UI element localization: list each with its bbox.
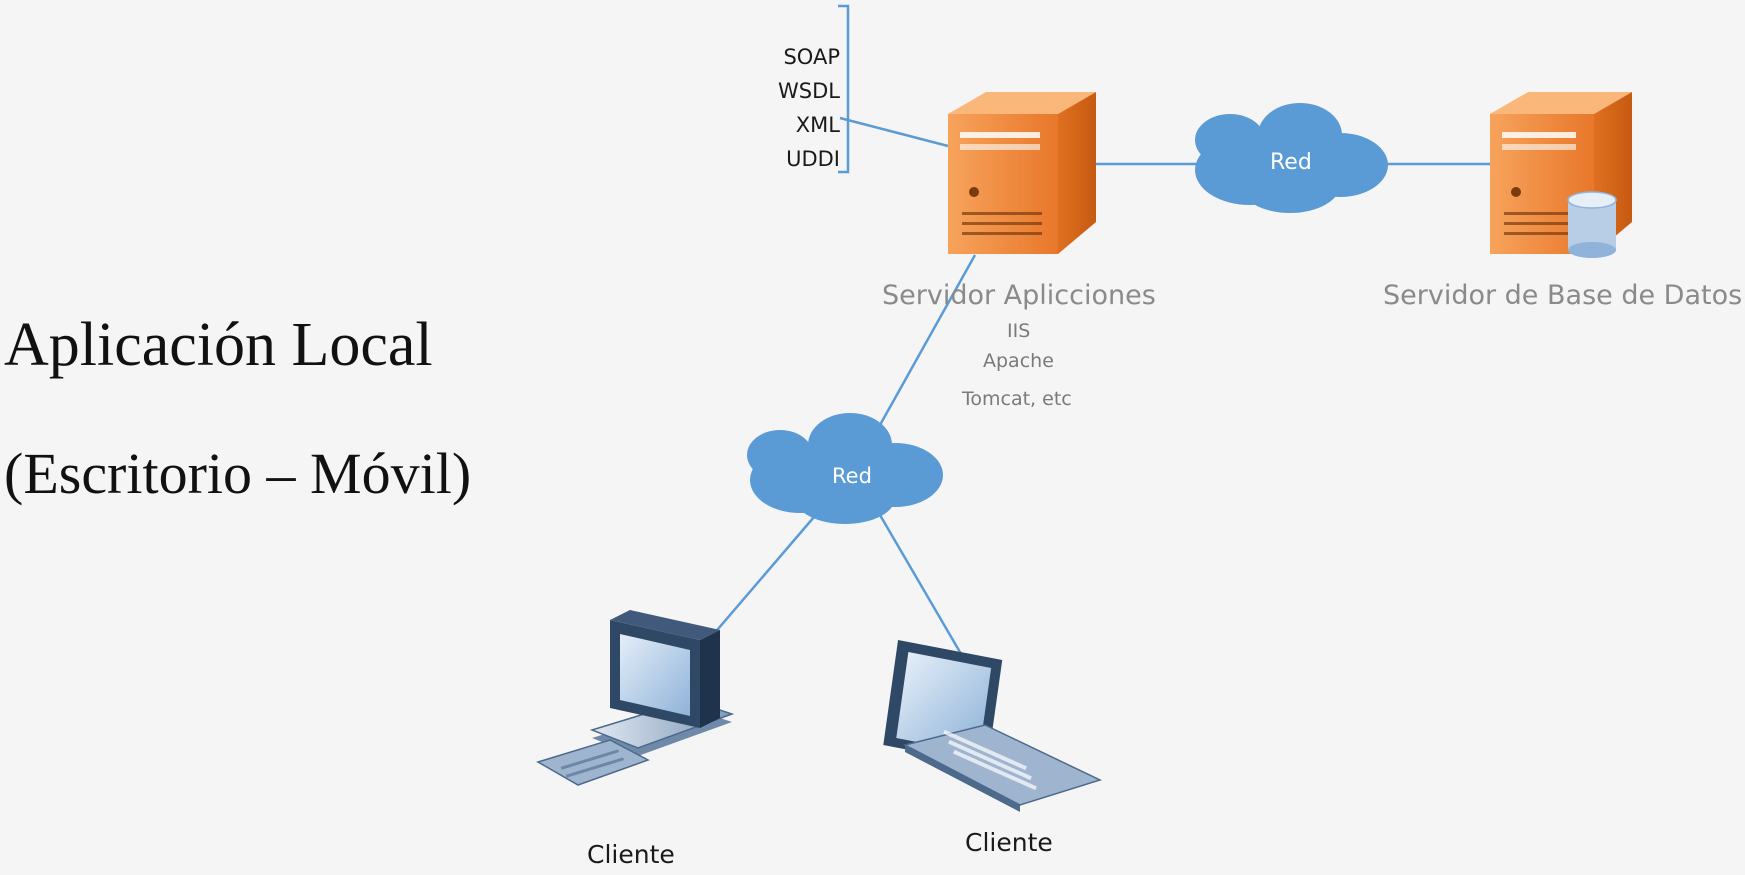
link-appserver-bottomcloud (878, 254, 977, 426)
network-label-top: Red (1270, 150, 1312, 175)
link-cloud-desktop (699, 509, 821, 651)
page-subtitle: (Escritorio – Móvil) (4, 441, 472, 506)
network-cloud-icon (1195, 103, 1388, 213)
protocol-wsdl: WSDL (778, 79, 840, 103)
app-server-icon (948, 92, 1096, 254)
app-server-software-apache: Apache (983, 350, 1054, 372)
app-server-software-tomcat: Tomcat, etc (962, 388, 1072, 410)
protocol-bracket (838, 4, 850, 174)
db-server-label: Servidor de Base de Datos (1383, 280, 1743, 311)
network-cloud-icon (747, 413, 943, 524)
protocol-uddi: UDDI (786, 147, 840, 171)
client-laptop-label: Cliente (965, 828, 1053, 857)
app-server-label: Servidor Aplicciones (882, 280, 1156, 311)
page-title: Aplicación Local (4, 311, 433, 379)
protocol-list: SOAP WSDL XML UDDI (680, 20, 840, 171)
laptop-icon (883, 640, 1103, 812)
db-server-icon (1490, 92, 1632, 258)
protocol-soap: SOAP (783, 45, 840, 69)
client-desktop-label: Cliente (587, 840, 675, 869)
app-server-software-iis: IIS (1007, 320, 1031, 342)
protocol-xml: XML (795, 113, 840, 137)
network-label-bottom: Red (832, 464, 872, 488)
database-cylinder-icon (1567, 191, 1617, 258)
desktop-computer-icon (536, 610, 735, 786)
link-protocols-appserver (839, 116, 949, 148)
